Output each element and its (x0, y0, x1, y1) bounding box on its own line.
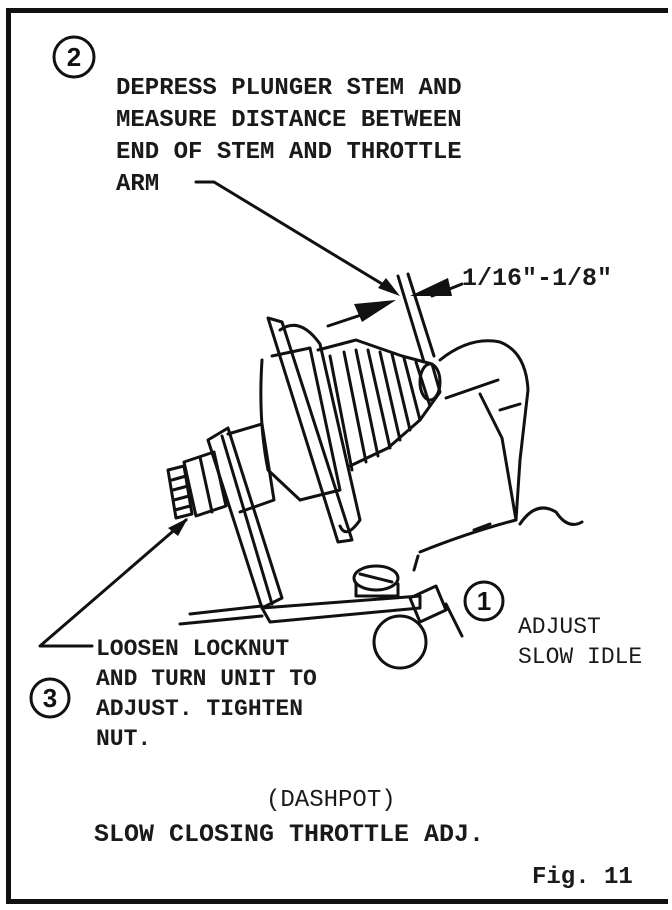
step-2-line: DEPRESS PLUNGER STEM AND (116, 75, 462, 102)
caption-subtitle: (DASHPOT) (266, 787, 396, 814)
arm-leader-arrowhead (378, 278, 400, 296)
step-3-circle (29, 677, 71, 719)
arm-leader-line (194, 180, 394, 292)
gap-arrow-left (354, 300, 396, 322)
throttle-roller (372, 614, 428, 670)
bracket-screw (352, 564, 400, 598)
step-1-number: 1 (476, 586, 492, 616)
plunger-stem-end (418, 362, 442, 402)
step-2-line: MEASURE DISTANCE BETWEEN (116, 107, 462, 134)
step-3-line: ADJUST. TIGHTEN (96, 696, 304, 722)
step-1-circle (463, 580, 505, 622)
gap-measurement-label: 1/16"-1/8" (462, 264, 613, 293)
mounting-bracket (206, 426, 422, 624)
gap-arrow-right (410, 278, 452, 296)
step-1-line: SLOW IDLE (518, 644, 643, 670)
locknut-assembly (166, 422, 276, 520)
figure-label: Fig. 11 (532, 864, 633, 891)
step-3-line: LOOSEN LOCKNUT (96, 636, 290, 662)
locknut-leader-line (38, 518, 188, 648)
diaphragm-housing (259, 316, 362, 544)
step-3-number: 3 (42, 683, 58, 713)
step-2-number: 2 (66, 42, 82, 72)
step-3-instructions: LOOSEN LOCKNUT AND TURN UNIT TO ADJUST. … (96, 634, 317, 754)
caption-title: SLOW CLOSING THROTTLE ADJ. (94, 820, 485, 849)
step-3-line: NUT. (96, 726, 152, 752)
step-1-instructions: ADJUST SLOW IDLE (518, 612, 642, 672)
step-2-line: ARM (116, 171, 160, 198)
bellows-boot (316, 338, 442, 472)
diagram-frame (6, 8, 668, 904)
throttle-arm (412, 339, 584, 572)
step-3-line: AND TURN UNIT TO (96, 666, 317, 692)
step-1-line: ADJUST (518, 614, 601, 640)
step-2-circle (52, 35, 96, 79)
locknut-leader-arrowhead (168, 518, 188, 536)
step-2-instructions: DEPRESS PLUNGER STEM AND MEASURE DISTANC… (116, 73, 462, 201)
step-2-line: END OF STEM AND THROTTLE (116, 139, 462, 166)
